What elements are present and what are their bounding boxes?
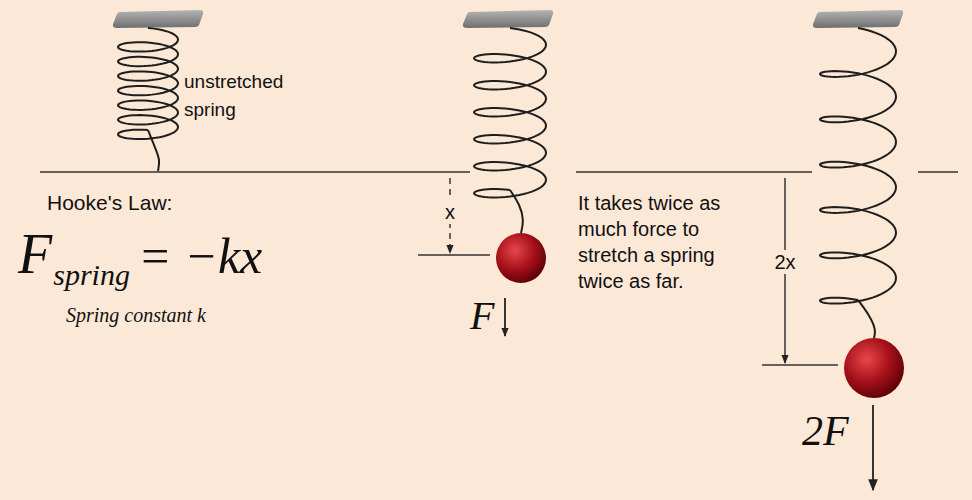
dimension-label: 2x bbox=[771, 250, 798, 274]
reference-line bbox=[576, 171, 812, 173]
law-title: Hooke's Law: bbox=[47, 190, 172, 215]
spring-hook bbox=[858, 300, 875, 338]
part-label: unstretched spring bbox=[184, 68, 304, 123]
spring-hook bbox=[510, 190, 523, 233]
reference-line bbox=[40, 171, 470, 173]
force-label: F bbox=[470, 296, 494, 336]
formula-symbol: F bbox=[18, 226, 52, 282]
mass-ball bbox=[496, 233, 546, 283]
dimension-label: x bbox=[442, 200, 458, 224]
note-text: It takes twice as much force to stretch … bbox=[578, 190, 723, 294]
spring-coil bbox=[474, 28, 546, 197]
force-arrow bbox=[504, 298, 506, 336]
constant-note: Spring constant k bbox=[66, 303, 206, 327]
ceiling-plate bbox=[813, 10, 903, 28]
spring-coil bbox=[820, 28, 896, 304]
spring-hook bbox=[148, 130, 159, 171]
spring-coil bbox=[118, 28, 178, 139]
reference-line bbox=[918, 171, 958, 173]
dimension-tick bbox=[418, 254, 490, 256]
formula-subscript: spring bbox=[53, 260, 130, 290]
formula-expression: = −kx bbox=[138, 231, 262, 281]
force-label: 2F bbox=[802, 410, 849, 452]
dimension-tick bbox=[762, 364, 838, 366]
spring-group bbox=[118, 28, 896, 338]
ceiling-plate bbox=[463, 10, 553, 28]
force-arrow bbox=[872, 405, 874, 490]
ceiling-plate bbox=[113, 10, 203, 28]
mass-ball bbox=[844, 338, 904, 398]
